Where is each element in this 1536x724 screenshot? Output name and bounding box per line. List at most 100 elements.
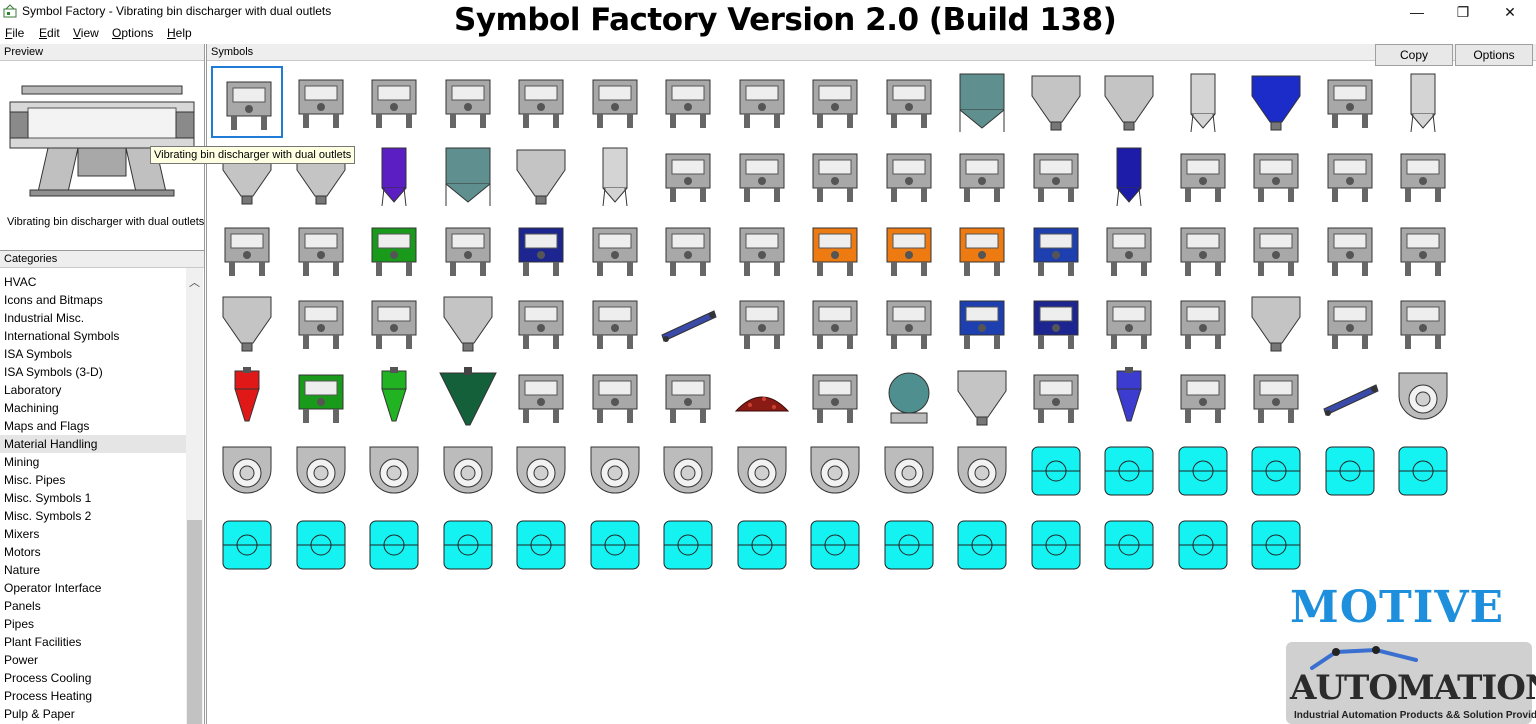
symbol-tile[interactable] bbox=[432, 509, 504, 581]
category-item[interactable]: International Symbols bbox=[4, 329, 120, 343]
symbol-tile[interactable] bbox=[1093, 287, 1165, 359]
symbol-tile[interactable] bbox=[946, 66, 1018, 138]
symbol-tile[interactable] bbox=[799, 509, 871, 581]
symbol-tile[interactable] bbox=[726, 214, 798, 286]
scroll-thumb[interactable] bbox=[187, 520, 202, 724]
symbol-tile[interactable] bbox=[358, 509, 430, 581]
symbol-tile[interactable] bbox=[1387, 435, 1459, 507]
symbol-tile[interactable] bbox=[873, 435, 945, 507]
copy-button[interactable]: Copy bbox=[1375, 44, 1453, 66]
symbol-tile[interactable] bbox=[726, 140, 798, 212]
symbol-tile[interactable] bbox=[1167, 361, 1239, 433]
symbol-tile[interactable] bbox=[1314, 435, 1386, 507]
symbol-tile[interactable] bbox=[946, 140, 1018, 212]
symbol-tile[interactable] bbox=[1387, 214, 1459, 286]
symbol-tile[interactable] bbox=[873, 509, 945, 581]
symbol-tile[interactable] bbox=[1093, 361, 1165, 433]
menu-edit[interactable]: Edit bbox=[39, 26, 60, 40]
category-scrollbar[interactable]: ︿ bbox=[186, 268, 203, 724]
symbol-tile[interactable] bbox=[873, 66, 945, 138]
symbol-tile[interactable] bbox=[1314, 287, 1386, 359]
symbol-tile[interactable] bbox=[652, 140, 724, 212]
symbol-tile[interactable] bbox=[1093, 214, 1165, 286]
symbol-tile[interactable] bbox=[873, 140, 945, 212]
symbol-tile[interactable] bbox=[1020, 435, 1092, 507]
symbol-tile[interactable] bbox=[1240, 361, 1312, 433]
category-item[interactable]: Misc. Symbols 2 bbox=[4, 509, 92, 523]
category-item[interactable]: Pipes bbox=[4, 617, 35, 631]
menu-file[interactable]: File bbox=[5, 26, 25, 40]
category-item[interactable]: ISA Symbols (3-D) bbox=[4, 365, 103, 379]
symbol-tile[interactable] bbox=[799, 287, 871, 359]
category-item[interactable]: Motors bbox=[4, 545, 41, 559]
category-item[interactable]: Pulp & Paper bbox=[4, 707, 75, 721]
symbol-tile[interactable] bbox=[726, 509, 798, 581]
symbol-tile[interactable] bbox=[432, 435, 504, 507]
symbol-tile[interactable] bbox=[358, 140, 430, 212]
symbol-tile[interactable] bbox=[1167, 66, 1239, 138]
symbol-tile[interactable] bbox=[726, 287, 798, 359]
options-button[interactable]: Options bbox=[1455, 44, 1533, 66]
symbol-tile[interactable] bbox=[1093, 435, 1165, 507]
symbol-tile[interactable] bbox=[1020, 214, 1092, 286]
symbol-tile[interactable] bbox=[1240, 435, 1312, 507]
menu-options[interactable]: Options bbox=[112, 26, 154, 40]
symbol-tile[interactable] bbox=[1240, 66, 1312, 138]
category-item[interactable]: Maps and Flags bbox=[4, 419, 90, 433]
category-item[interactable]: Misc. Symbols 1 bbox=[4, 491, 92, 505]
category-item[interactable]: Laboratory bbox=[4, 383, 62, 397]
minimize-button[interactable]: — bbox=[1410, 4, 1424, 20]
symbol-tile[interactable] bbox=[946, 287, 1018, 359]
menu-help[interactable]: Help bbox=[167, 26, 192, 40]
close-button[interactable]: ✕ bbox=[1504, 4, 1516, 20]
symbol-tile[interactable] bbox=[652, 361, 724, 433]
menu-view[interactable]: View bbox=[73, 26, 99, 40]
category-item[interactable]: Power bbox=[4, 653, 39, 667]
symbol-tile[interactable] bbox=[579, 66, 651, 138]
symbol-tile[interactable] bbox=[1314, 66, 1386, 138]
category-item[interactable]: Material Handling bbox=[0, 435, 186, 453]
scroll-up-arrow-icon[interactable]: ︿ bbox=[189, 277, 200, 289]
symbol-tile[interactable] bbox=[1167, 509, 1239, 581]
symbol-tile[interactable] bbox=[358, 361, 430, 433]
symbol-tile[interactable] bbox=[1240, 140, 1312, 212]
symbol-tile[interactable] bbox=[432, 361, 504, 433]
category-item[interactable]: Operator Interface bbox=[4, 581, 102, 595]
symbol-tile[interactable] bbox=[1167, 435, 1239, 507]
symbol-tile[interactable] bbox=[1314, 361, 1386, 433]
symbol-tile[interactable] bbox=[432, 140, 504, 212]
maximize-button[interactable]: ❐ bbox=[1456, 4, 1470, 20]
symbol-tile[interactable] bbox=[358, 435, 430, 507]
symbol-tile[interactable] bbox=[946, 509, 1018, 581]
symbol-tile[interactable] bbox=[285, 435, 357, 507]
symbol-tile[interactable] bbox=[432, 287, 504, 359]
symbol-tile[interactable] bbox=[1387, 66, 1459, 138]
symbol-tile[interactable] bbox=[1240, 509, 1312, 581]
category-item[interactable]: Process Cooling bbox=[4, 671, 92, 685]
symbol-tile[interactable] bbox=[799, 140, 871, 212]
category-item[interactable]: Mining bbox=[4, 455, 40, 469]
symbol-tile[interactable] bbox=[1314, 214, 1386, 286]
symbol-tile[interactable] bbox=[946, 214, 1018, 286]
symbol-tile[interactable] bbox=[1093, 140, 1165, 212]
symbol-tile[interactable] bbox=[726, 361, 798, 433]
symbol-tile[interactable] bbox=[1387, 287, 1459, 359]
symbol-tile[interactable] bbox=[505, 509, 577, 581]
symbol-tile[interactable] bbox=[1167, 140, 1239, 212]
symbol-tile[interactable] bbox=[1167, 214, 1239, 286]
symbol-tile[interactable] bbox=[432, 66, 504, 138]
symbol-tile[interactable] bbox=[1240, 287, 1312, 359]
symbol-tile[interactable] bbox=[579, 287, 651, 359]
symbol-tile[interactable] bbox=[285, 66, 357, 138]
symbol-tile[interactable] bbox=[505, 361, 577, 433]
symbol-tile[interactable] bbox=[211, 214, 283, 286]
category-item[interactable]: Mixers bbox=[4, 527, 40, 541]
category-item[interactable]: HVAC bbox=[4, 275, 37, 289]
symbol-tile[interactable] bbox=[505, 287, 577, 359]
symbol-tile[interactable] bbox=[726, 66, 798, 138]
symbol-tile[interactable] bbox=[505, 66, 577, 138]
category-item[interactable]: Nature bbox=[4, 563, 41, 577]
symbol-tile[interactable] bbox=[358, 66, 430, 138]
category-item[interactable]: Misc. Pipes bbox=[4, 473, 66, 487]
symbol-tile[interactable] bbox=[1093, 66, 1165, 138]
